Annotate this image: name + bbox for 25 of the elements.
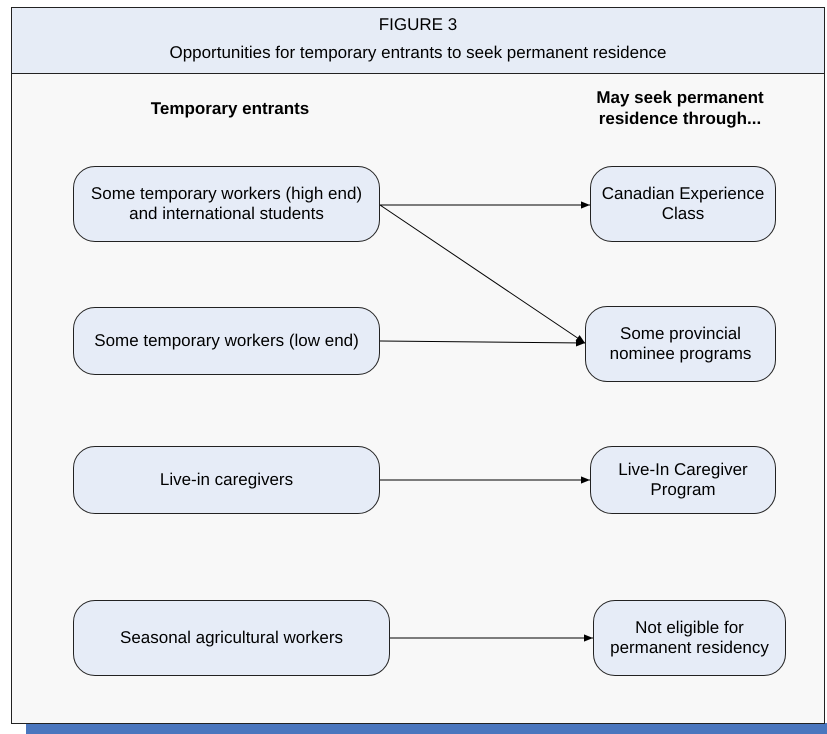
entrant-box xyxy=(73,446,380,514)
box-text: Some temporary workers (low end) xyxy=(94,331,359,351)
column-heading: Temporary entrants xyxy=(150,98,310,120)
arrow xyxy=(380,201,590,209)
box-text: Live-In Caregiver Program xyxy=(617,460,749,500)
entrant-box xyxy=(73,600,390,676)
pathway-box xyxy=(590,166,776,242)
arrow xyxy=(380,339,586,346)
pathway-box xyxy=(585,306,776,382)
pathway-box xyxy=(590,446,776,514)
box-text: Seasonal agricultural workers xyxy=(120,628,343,648)
figure-title: FIGURE 3 xyxy=(378,15,458,35)
box-text: Some provincial nominee programs xyxy=(608,324,752,364)
box-text: Live-in caregivers xyxy=(160,470,294,490)
box-text: Not eligible for permanent residency xyxy=(609,618,770,658)
arrow xyxy=(380,204,586,344)
entrant-box xyxy=(73,307,380,375)
figure-caption: Opportunities for temporary entrants to seek permanent residence xyxy=(168,43,668,63)
box-text: Canadian Experience Class xyxy=(600,184,766,224)
box-text: Some temporary workers (high end) and international students xyxy=(90,184,364,224)
pathway-box xyxy=(593,600,786,676)
column-heading: May seek permanent residence through... xyxy=(595,87,765,130)
arrow xyxy=(380,476,590,484)
entrant-box xyxy=(73,166,380,242)
arrow xyxy=(390,634,594,642)
